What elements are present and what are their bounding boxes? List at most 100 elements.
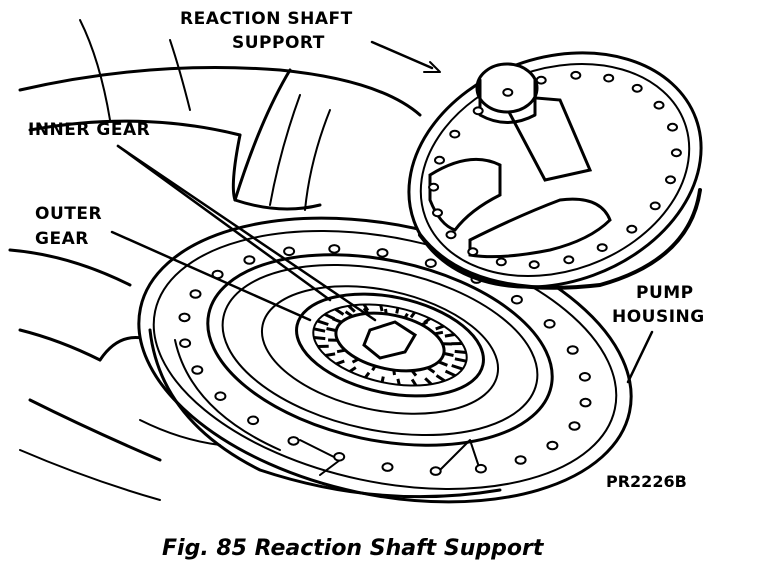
upper-hand-illustration (18, 19, 422, 211)
inner-gear-illustration (326, 307, 454, 377)
housing-bolt-hole (178, 312, 191, 323)
inner-gear-tooth (371, 365, 377, 372)
housing-bolt-hole (333, 452, 346, 462)
support-bolt-hole (535, 75, 547, 85)
outer-gear-tooth (454, 349, 467, 354)
housing-bolt-hole (579, 397, 592, 408)
support-bolt-hole (449, 129, 461, 139)
housing-bolt-hole (543, 319, 556, 329)
inner-gear-tooth (426, 366, 436, 374)
housing-bolt-hole (283, 246, 296, 257)
outer-gear-tooth (334, 307, 345, 316)
inner-gear-tooth (403, 312, 409, 319)
label-pump: PUMP (636, 283, 694, 303)
support-bolt-hole (667, 122, 678, 132)
outer-gear-tooth (424, 377, 433, 386)
outer-gear-teeth (313, 303, 467, 387)
outer-gear-tooth (380, 376, 385, 383)
pump-housing-leader-line (626, 330, 654, 384)
inner-gear-tooth (443, 351, 454, 357)
label-inner-gear: INNER GEAR (28, 120, 150, 140)
housing-bolt-hole (243, 255, 256, 265)
support-bolt-holes (428, 70, 682, 270)
inner-gear-tooth (326, 327, 337, 333)
outer-gear-tooth (379, 304, 384, 312)
housing-bolt-hole (189, 289, 202, 299)
inner-gear-tooth (434, 330, 444, 336)
inner-gear-tooth (421, 320, 429, 327)
housing-bolt-hole (214, 391, 227, 402)
outer-gear-tooth (316, 319, 329, 326)
housing-bolt-hole (510, 294, 523, 305)
support-bolt-hole (467, 247, 479, 257)
label-gear: GEAR (35, 229, 89, 249)
support-bolt-hole (570, 70, 582, 80)
outer-gear-tooth (313, 327, 326, 333)
support-bolt-hole (428, 182, 440, 192)
support-bolt-hole (631, 83, 643, 93)
outer-gear-tooth (435, 374, 446, 383)
housing-bolt-hole (328, 244, 341, 254)
figure-caption: Fig. 85 Reaction Shaft Support (162, 536, 545, 561)
support-bolt-hole (603, 73, 615, 83)
outer-gear-tooth (335, 359, 345, 366)
inner-gear-leader-line-2 (116, 144, 377, 322)
outer-gear-tooth (347, 304, 356, 313)
label-reaction-shaft: REACTION SHAFT (180, 9, 353, 29)
reaction-shaft-support-illustration (407, 51, 703, 290)
support-bolt-hole (495, 257, 507, 267)
support-bolt-hole (670, 148, 682, 158)
outer-gear-tooth (435, 324, 445, 331)
housing-bolt-hole (287, 436, 300, 446)
reaction-leader-line (370, 40, 434, 70)
support-bolt-hole (653, 100, 665, 110)
support-bolt-hole (649, 201, 661, 211)
outer-gear-tooth (364, 371, 371, 379)
inner-gear-tooth (362, 307, 370, 315)
support-bolt-hole (432, 208, 443, 218)
housing-bolt-hole (566, 345, 579, 355)
housing-bolt-hole (247, 415, 260, 426)
housing-bolt-hole (514, 455, 527, 465)
inner-gear-tooth (384, 308, 388, 315)
housing-bolt-hole (474, 463, 487, 474)
housing-bolt-hole (424, 258, 437, 269)
inner-gear-tooth (392, 369, 396, 376)
housing-bolt-hole (578, 372, 591, 382)
housing-bolt-hole (179, 338, 192, 349)
outer-gear-leader-line (110, 230, 312, 322)
inner-gear-leader-line-1 (116, 144, 332, 302)
inner-gear-tooth (336, 348, 346, 354)
outer-gear-tooth (348, 366, 357, 373)
outer-gear-tooth (325, 352, 336, 357)
support-bolt-hole (528, 260, 540, 270)
support-bolt-hole (626, 224, 638, 234)
housing-bolt-hole (546, 440, 559, 451)
outer-gear-tooth (454, 357, 467, 363)
inner-gear-tooth (351, 357, 359, 364)
support-bolt-hole (445, 230, 457, 240)
inner-gear-tooth (410, 369, 418, 377)
support-bolt-hole (472, 106, 484, 116)
support-bolt-hole (563, 255, 575, 265)
outer-gear-tooth (410, 378, 418, 387)
housing-bolt-hole (568, 421, 581, 431)
outer-gear-tooth (451, 364, 464, 371)
support-bolt-hole (665, 175, 676, 185)
label-outer: OUTER (35, 204, 102, 224)
support-bolt-hole (596, 243, 608, 253)
support-bolt-hole (502, 88, 514, 97)
outer-gear-tooth (362, 303, 370, 312)
inner-gear-tooth (332, 317, 342, 324)
outer-gear-tooth (395, 307, 400, 314)
inner-gear-tooth (438, 360, 448, 367)
housing-bolt-hole (191, 365, 204, 375)
housing-bolt-hole (381, 462, 394, 472)
support-bolt-hole (434, 155, 445, 165)
inner-gear-tooth (344, 310, 354, 318)
outer-gear-tooth (396, 378, 401, 386)
outer-gear-tooth (444, 333, 455, 338)
housing-bolt-hole (429, 466, 442, 476)
housing-bolt-hole (376, 248, 389, 258)
